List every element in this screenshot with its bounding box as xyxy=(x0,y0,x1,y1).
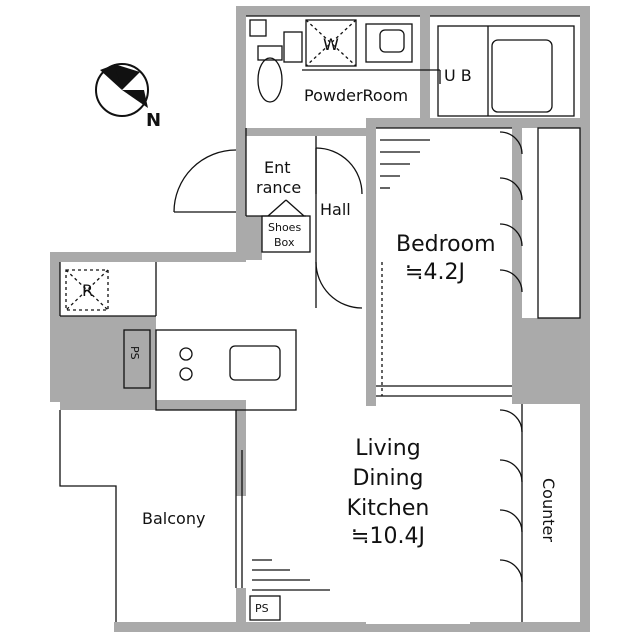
bedroom-label: Bedroom xyxy=(396,232,496,257)
pipe-space-lower-label: PS xyxy=(255,602,269,615)
entrance-label-line1: Ent xyxy=(264,158,291,177)
shoes-box-label-line1: Shoes xyxy=(268,221,302,234)
washer-label: W xyxy=(323,35,339,54)
unit-bath-label: U B xyxy=(444,66,472,85)
powder-room-label: PowderRoom xyxy=(304,86,409,105)
bedroom-area-label: ≒4.2J xyxy=(405,260,465,285)
pipe-space-kitchen-label: PS xyxy=(128,346,141,360)
ldk-label-kitchen: Kitchen xyxy=(346,496,430,521)
ldk-label-living: Living xyxy=(355,436,421,461)
hall-label: Hall xyxy=(320,200,351,219)
walls xyxy=(50,6,590,632)
north-compass-icon xyxy=(95,63,149,117)
shoes-box-label-line2: Box xyxy=(274,236,295,249)
ldk-area-label: ≒10.4J xyxy=(351,524,425,549)
compass-label: N xyxy=(146,110,162,131)
balcony-label: Balcony xyxy=(142,509,206,528)
entrance-label-line2: rance xyxy=(256,178,302,197)
counter-label: Counter xyxy=(539,478,558,542)
fridge-label: R xyxy=(82,281,94,300)
ldk-label-dining: Dining xyxy=(352,466,424,491)
linework xyxy=(59,15,581,624)
